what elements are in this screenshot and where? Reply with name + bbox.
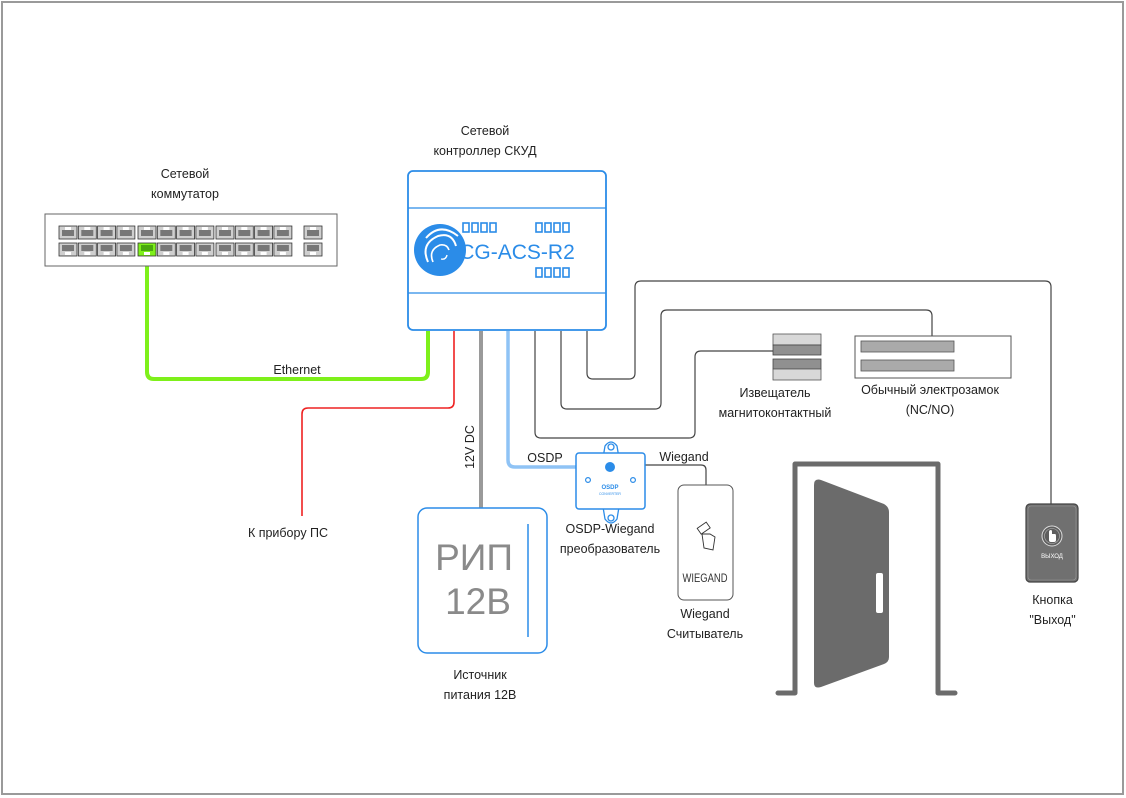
lock-label: Обычный электрозамок (NC/NO)	[850, 380, 1010, 420]
switch-label-line2: коммутатор	[151, 187, 219, 201]
exit-button-wire	[586, 280, 1052, 504]
reader-label-line2: Считыватель	[666, 627, 744, 641]
psu-face-line2: 12В	[445, 581, 511, 622]
lock-wire	[560, 309, 933, 410]
reader-label: Wiegand Считыватель	[650, 604, 760, 644]
controller-led	[480, 222, 488, 233]
switch-port	[254, 242, 274, 257]
switch-port	[156, 242, 176, 257]
electric-lock	[854, 335, 1012, 379]
switch-port	[254, 225, 274, 240]
power-supply: РИП 12В	[417, 507, 548, 654]
wiegand-label: Wiegand	[659, 450, 708, 464]
exit-button-label-line2: "Выход"	[1029, 613, 1076, 627]
controller-led	[462, 222, 470, 233]
controller-led	[544, 222, 552, 233]
switch-port	[273, 242, 293, 257]
switch-port	[77, 242, 97, 257]
switch-port	[137, 225, 157, 240]
switch-port	[234, 225, 254, 240]
magnetic-contact-sensor	[772, 333, 822, 381]
controller-led	[535, 267, 543, 278]
converter-logo-icon	[605, 462, 615, 472]
switch-port	[77, 225, 97, 240]
osdp-cable	[506, 331, 580, 469]
controller-led	[489, 222, 497, 233]
switch-label: Сетевой коммутатор	[130, 164, 240, 204]
exit-button-face-text: ВЫХОД	[1041, 554, 1063, 560]
card-hand-icon	[696, 521, 716, 551]
switch-port	[195, 242, 215, 257]
switch-port	[137, 242, 157, 257]
switch-port	[234, 242, 254, 257]
controller-led	[553, 267, 561, 278]
switch-port	[176, 225, 196, 240]
switch-label-line1: Сетевой	[160, 167, 210, 181]
psu-label-line2: питания 12В	[443, 688, 517, 702]
controller-leds	[462, 222, 570, 278]
magnet-sensor-label: Извещатель магнитоконтактный	[705, 383, 845, 423]
converter-label: OSDP-Wiegand преобразователь	[550, 519, 670, 559]
acs-controller: CG-ACS-R2	[407, 170, 607, 331]
controller-led	[535, 222, 543, 233]
switch-port	[97, 242, 116, 257]
wiegand-wire	[645, 464, 707, 485]
ethernet-label: Ethernet	[273, 363, 321, 377]
switch-port	[116, 225, 136, 240]
fire-panel-label-text: К прибору ПС	[247, 526, 329, 540]
psu-face-line1: РИП	[435, 537, 513, 578]
controller-label-line2: контроллер СКУД	[433, 144, 537, 158]
network-switch	[44, 213, 338, 267]
osdp-label: OSDP	[527, 451, 562, 465]
switch-port	[58, 242, 78, 257]
magnet-sensor-label-line2: магнитоконтактный	[718, 406, 832, 420]
hand-press-icon	[1049, 530, 1056, 542]
switch-port	[195, 225, 215, 240]
magnet-sensor-label-line1: Извещатель	[739, 386, 811, 400]
converter-face-line1: OSDP	[601, 485, 618, 491]
switch-port	[58, 225, 78, 240]
switch-port	[303, 225, 323, 240]
fire-alarm-cable	[301, 331, 455, 516]
power-label: 12V DC	[463, 425, 477, 469]
reader-label-line1: Wiegand	[680, 607, 730, 621]
switch-port	[215, 225, 235, 240]
exit-button: ВЫХОД	[1025, 503, 1079, 583]
controller-model: CG-ACS-R2	[459, 241, 575, 264]
osdp-converter: OSDP CONVERTER	[575, 441, 646, 524]
lock-label-line1: Обычный электрозамок	[861, 383, 999, 397]
controller-led	[562, 267, 570, 278]
psu-label-line1: Источник	[453, 668, 507, 682]
controller-led	[562, 222, 570, 233]
reader-face-text: WIEGAND	[683, 571, 728, 585]
converter-face-line2: CONVERTER	[599, 492, 621, 496]
converter-label-line1: OSDP-Wiegand	[565, 522, 655, 536]
exit-button-label: Кнопка "Выход"	[1000, 590, 1105, 630]
controller-led	[544, 267, 552, 278]
wiegand-reader: WIEGAND	[677, 484, 734, 601]
controller-label-line1: Сетевой	[460, 124, 510, 138]
switch-port	[273, 225, 293, 240]
controller-label: Сетевой контроллер СКУД	[420, 121, 550, 161]
switch-port	[176, 242, 196, 257]
switch-port	[215, 242, 235, 257]
switch-port	[116, 242, 136, 257]
switch-port	[303, 242, 323, 257]
controller-led	[471, 222, 479, 233]
psu-label: Источник питания 12В	[420, 665, 540, 705]
controller-led	[553, 222, 561, 233]
door-icon	[775, 461, 958, 696]
switch-port	[97, 225, 116, 240]
sensor-wire	[534, 331, 774, 439]
converter-label-line2: преобразователь	[559, 542, 661, 556]
controller-logo-icon	[414, 224, 466, 276]
ethernet-cable	[145, 257, 430, 381]
switch-port	[156, 225, 176, 240]
exit-button-label-line1: Кнопка	[1032, 593, 1073, 607]
lock-label-line2: (NC/NO)	[905, 403, 955, 417]
fire-panel-label: К прибору ПС	[228, 523, 348, 543]
